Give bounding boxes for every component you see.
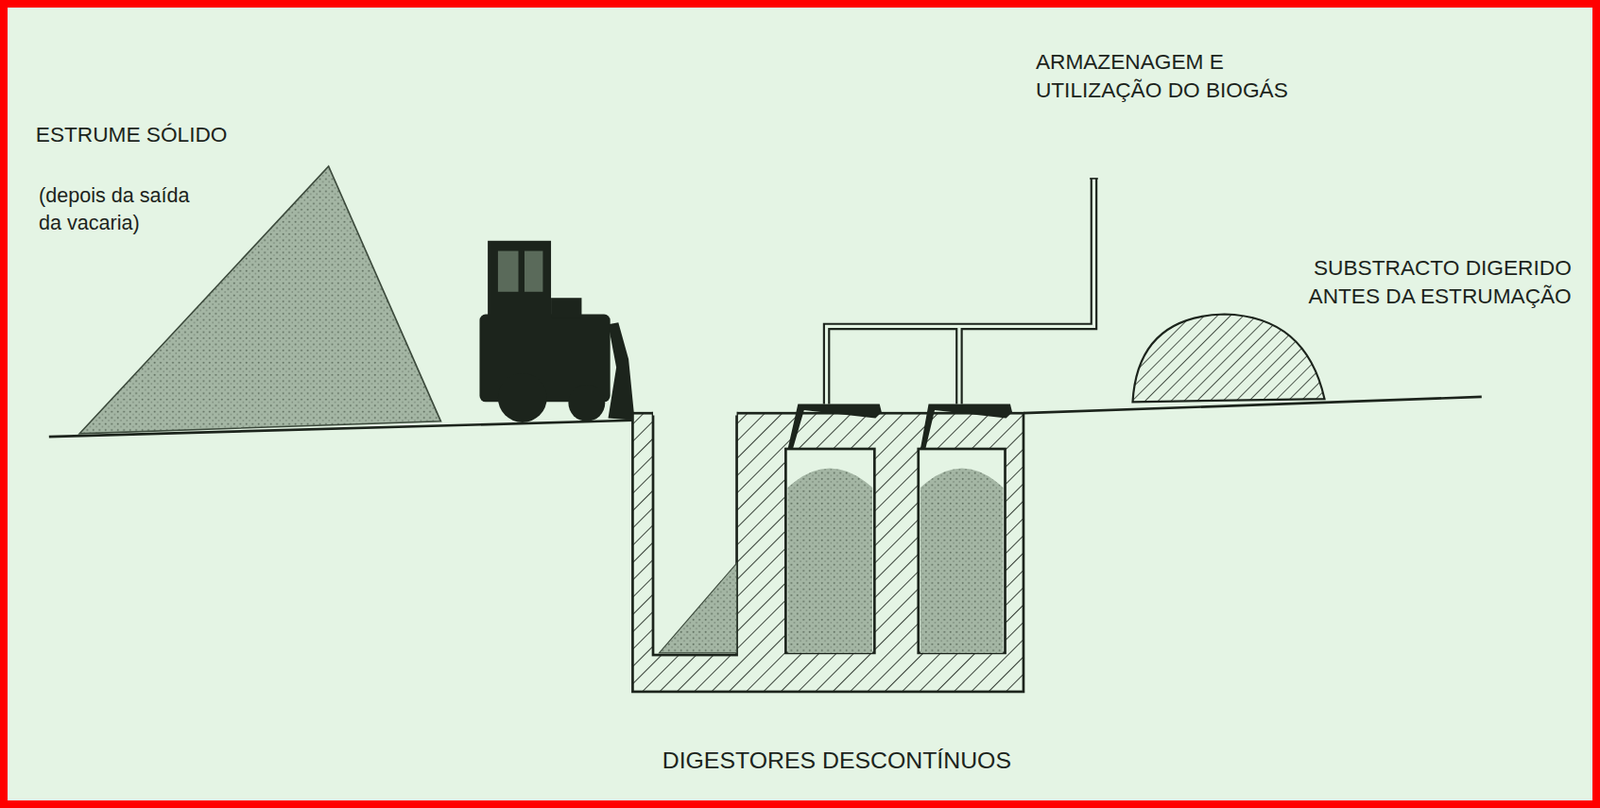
substrate-label: SUBSTRACTO DIGERIDO ANTES DA ESTRUMAÇÃO bbox=[1275, 253, 1572, 311]
pit-walls bbox=[632, 412, 1024, 692]
caption: DIGESTORES DESCONTÍNUOS bbox=[653, 744, 1021, 777]
loader-tractor bbox=[479, 240, 635, 423]
digester-lid bbox=[788, 404, 1014, 450]
pile-note: (depois da saída da vacaria) bbox=[38, 181, 213, 237]
digested-pile bbox=[1132, 314, 1325, 403]
digester-content bbox=[788, 468, 874, 654]
biogas-label: ARMAZENAGEM E UTILIZAÇÃO DO BIOGÁS bbox=[1035, 47, 1353, 105]
gas-pipe bbox=[826, 178, 1099, 405]
loading-pit bbox=[653, 412, 738, 655]
digester-content bbox=[920, 468, 1003, 654]
digester bbox=[918, 448, 1006, 654]
digester bbox=[785, 448, 875, 654]
manure-heap bbox=[658, 563, 737, 654]
pile-label: ESTRUME SÓLIDO bbox=[35, 120, 261, 150]
